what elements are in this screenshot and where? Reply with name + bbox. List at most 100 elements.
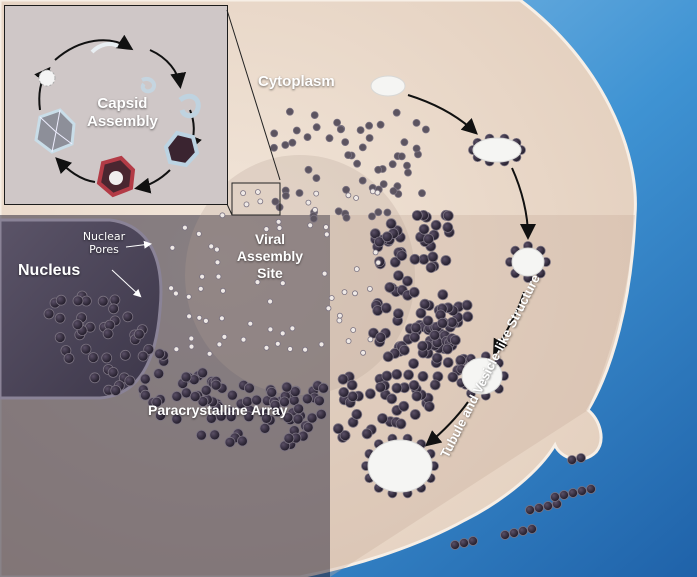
assembly-intermediate	[345, 192, 352, 199]
virion	[124, 375, 136, 387]
assembly-intermediate	[208, 243, 215, 250]
capsomer-cluster	[38, 69, 56, 87]
virion	[431, 352, 443, 364]
virion	[377, 413, 388, 424]
virion	[315, 408, 327, 420]
virion	[365, 121, 374, 130]
paracrystalline-array-label: Paracrystalline Array	[148, 402, 288, 418]
virion	[383, 208, 392, 217]
virion	[462, 311, 474, 323]
released-virion	[525, 505, 535, 515]
assembly-intermediate	[218, 315, 225, 322]
virion	[333, 118, 342, 127]
virion	[332, 423, 344, 435]
virion	[339, 430, 351, 441]
virion	[356, 126, 365, 135]
virion	[313, 395, 325, 407]
released-virion	[543, 501, 553, 511]
capsid-label-line2: Assembly	[87, 113, 158, 130]
virion	[101, 352, 113, 364]
assembly-intermediate	[289, 325, 296, 332]
virion	[411, 390, 423, 402]
virion	[351, 408, 363, 420]
assembly-intermediate	[254, 279, 261, 286]
released-virion	[567, 455, 577, 465]
virion	[423, 401, 435, 413]
released-virion	[527, 524, 537, 534]
virion	[358, 143, 367, 152]
assembly-intermediate	[325, 305, 332, 312]
virion	[392, 308, 404, 320]
virion	[122, 311, 134, 323]
virion	[133, 328, 145, 340]
virion	[180, 371, 192, 383]
virion	[374, 208, 383, 217]
virion	[292, 126, 301, 135]
virion	[389, 187, 398, 195]
virion	[139, 389, 151, 401]
virion	[197, 396, 209, 407]
capsid-partial	[178, 93, 201, 119]
virion	[341, 138, 350, 147]
assembly-intermediate	[213, 246, 220, 253]
released-virion	[559, 490, 569, 500]
virion	[368, 212, 376, 221]
virion	[408, 379, 420, 391]
virion	[236, 435, 248, 447]
released-virion	[576, 453, 586, 463]
assembly-intermediate	[323, 224, 329, 231]
virion	[402, 275, 413, 287]
virion	[251, 394, 263, 406]
virion	[292, 413, 304, 425]
virion	[437, 317, 448, 329]
virion	[72, 319, 84, 331]
virion	[282, 412, 294, 424]
assembly-intermediate	[196, 314, 203, 321]
assembly-intermediate	[318, 341, 325, 348]
assembly-intermediate	[372, 249, 379, 256]
capsid-curl	[140, 77, 157, 94]
virion	[281, 381, 293, 393]
virion	[261, 412, 272, 424]
assembly-intermediate	[279, 280, 286, 287]
assembly-intermediate	[369, 188, 376, 195]
virion	[461, 299, 473, 311]
assembly-intermediate	[173, 346, 180, 353]
assembly-intermediate	[186, 313, 193, 320]
assembly-intermediate	[366, 285, 373, 292]
assembly-intermediate	[274, 340, 281, 347]
virion	[195, 429, 207, 441]
assembly-intermediate	[214, 259, 221, 266]
assembly-intermediate	[206, 350, 213, 357]
virion	[449, 334, 461, 346]
capsid-fragment	[90, 42, 119, 54]
virion	[139, 373, 151, 385]
virion	[427, 251, 439, 263]
virion	[72, 295, 84, 307]
virion	[374, 165, 383, 174]
virion	[342, 185, 351, 194]
virion	[425, 262, 437, 274]
virion	[342, 213, 351, 222]
virion	[151, 396, 163, 408]
virion	[423, 233, 435, 245]
assembly-intermediate	[360, 349, 367, 356]
virion	[303, 133, 312, 142]
virion	[442, 357, 454, 368]
virion	[381, 370, 393, 382]
virion	[325, 134, 334, 143]
assembly-intermediate	[353, 266, 360, 273]
assembly-intermediate	[240, 336, 247, 343]
virion	[306, 412, 318, 424]
virion	[380, 302, 392, 314]
vesicle-3	[511, 247, 545, 277]
assembly-intermediate	[195, 230, 202, 237]
assembly-intermediate	[336, 317, 343, 324]
virion	[386, 393, 398, 405]
virion	[55, 294, 67, 306]
virion	[312, 123, 321, 132]
virion	[385, 218, 397, 230]
virion	[358, 176, 367, 185]
virion	[418, 189, 426, 198]
